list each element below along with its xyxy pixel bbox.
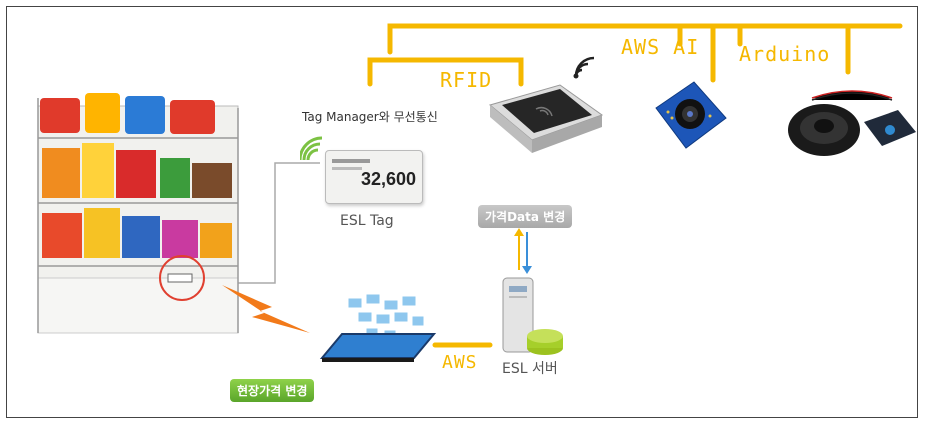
rfid-wifi-icon — [573, 56, 595, 79]
server-icon — [502, 277, 563, 355]
diagram-frame — [6, 6, 918, 418]
store-shelf-icon — [37, 93, 239, 334]
tag-highlight-circle — [159, 255, 205, 301]
arduino-label: Arduino — [739, 42, 831, 66]
aws-label: AWS — [442, 352, 478, 373]
esl-price: 32,600 — [360, 169, 416, 189]
rfid-label: RFID — [440, 68, 493, 92]
wifi-icon — [300, 136, 323, 161]
esl-tag-icon: 32,600 — [325, 150, 423, 204]
camera-module-icon — [655, 81, 727, 149]
aws-ai-label: AWS AI — [621, 35, 700, 59]
rfid-reader-icon — [488, 84, 604, 153]
lightning-icon — [222, 285, 310, 333]
sync-arrows — [514, 228, 532, 274]
esl-tag-label: ESL Tag — [340, 213, 394, 229]
esl-server-label: ESL 서버 — [502, 361, 558, 377]
top-bus-line — [387, 23, 903, 55]
onsite-price-change-badge: 현장가격 변경 — [230, 379, 315, 402]
tag-manager-label: Tag Manager와 무선통신 — [302, 110, 438, 124]
tablet-icon — [319, 293, 437, 362]
speaker-module-icon — [788, 90, 916, 156]
price-data-change-badge: 가격Data 변경 — [478, 205, 573, 228]
rfid-bracket — [367, 57, 524, 87]
